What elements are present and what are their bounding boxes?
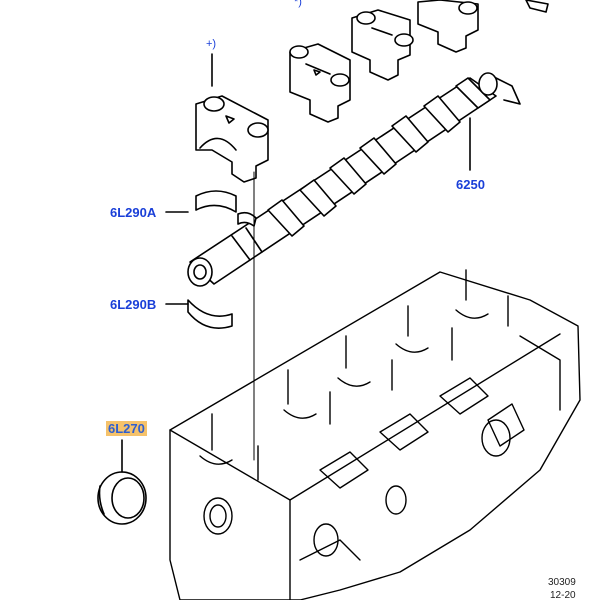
callout-bearing-lower[interactable]: 6L290B (110, 297, 157, 312)
bearing-shell-lower[interactable] (187, 299, 233, 329)
reference-code: 30309 (548, 577, 576, 588)
cylinder-head[interactable] (169, 269, 581, 600)
camshaft[interactable] (187, 72, 521, 287)
callout-bearing-upper[interactable]: 6L290A (110, 205, 157, 220)
callout-camshaft[interactable]: 6250 (456, 177, 485, 192)
bearing-cap-front[interactable] (195, 95, 269, 183)
bearing-cap-top-2[interactable] (417, 0, 479, 53)
bearing-cap-mid[interactable] (289, 43, 351, 123)
bearing-cap-top-1[interactable] (351, 9, 414, 81)
oil-seal[interactable] (97, 471, 147, 525)
bearing-cap-top-3[interactable] (525, 0, 549, 13)
callout-oil-seal[interactable]: 6L270 (106, 421, 147, 436)
note-marker-front: +) (206, 38, 217, 50)
note-marker-top: *) (294, 0, 302, 8)
reference-date: 12-20 (550, 590, 576, 601)
bearing-shell-upper[interactable] (195, 190, 257, 227)
